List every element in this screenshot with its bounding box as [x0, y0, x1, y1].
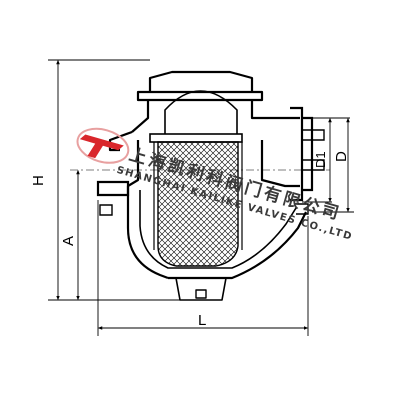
- dim-L: [97, 200, 309, 336]
- inner-bowl: [139, 190, 297, 269]
- bottom-bowl: [168, 211, 307, 280]
- dim-A-label: A: [60, 236, 77, 246]
- logo-mark: [79, 134, 124, 159]
- company-logo: [76, 127, 130, 164]
- inner-dome: [164, 90, 238, 135]
- dim-D1: [302, 117, 350, 203]
- drain-plug: [195, 289, 207, 299]
- upper-left-shoulder: [131, 100, 150, 133]
- dim-H: [48, 59, 180, 301]
- valve-body: [108, 70, 307, 301]
- logo-ring: [76, 127, 130, 164]
- basket-top-ring: [149, 133, 243, 143]
- bonnet-outline: [148, 70, 254, 92]
- upper-right-shoulder: [250, 100, 300, 120]
- filter-basket: [149, 133, 243, 267]
- body-right-wall: [260, 140, 300, 188]
- body-left-wall: [126, 140, 169, 280]
- drain-boss: [175, 277, 227, 301]
- bonnet-flange: [136, 90, 264, 102]
- basket-mesh: [157, 141, 239, 267]
- dim-D-label: D: [333, 151, 350, 162]
- dim-L-label: L: [198, 312, 206, 329]
- dim-D: [312, 117, 354, 213]
- dim-D1-label: D1: [313, 151, 328, 168]
- dim-H-label: H: [30, 175, 47, 186]
- inlet-flange: [96, 180, 130, 216]
